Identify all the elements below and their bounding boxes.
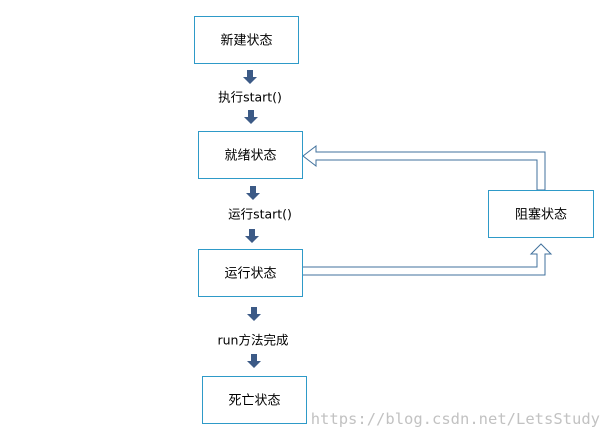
transition-ready-to-running-label: 运行start() bbox=[228, 207, 292, 222]
down-arrow-running-above-label bbox=[247, 307, 261, 321]
state-ready-label: 就绪状态 bbox=[224, 149, 276, 164]
down-arrow-ready-above-label bbox=[246, 186, 260, 200]
state-ready: 就绪状态 bbox=[198, 131, 303, 179]
transition-running-to-dead-label: run方法完成 bbox=[218, 333, 289, 348]
state-new-label: 新建状态 bbox=[220, 33, 272, 49]
state-blocked-box bbox=[488, 190, 594, 238]
transition-new-to-ready-label: 执行start() bbox=[218, 90, 282, 105]
down-arrow-new-above-label bbox=[243, 70, 257, 84]
down-arrow-running-below-label bbox=[247, 354, 261, 368]
down-arrow-ready-below-label bbox=[245, 229, 259, 243]
state-ready-box bbox=[198, 131, 303, 179]
state-dead: 死亡状态 bbox=[202, 376, 307, 424]
state-blocked: 阻塞状态 bbox=[488, 190, 594, 238]
running-to-blocked-arrow bbox=[301, 243, 553, 276]
state-dead-label: 死亡状态 bbox=[228, 394, 280, 409]
state-blocked-label: 阻塞状态 bbox=[515, 207, 567, 223]
state-running-box bbox=[198, 249, 303, 297]
state-dead-box bbox=[202, 376, 307, 424]
down-arrow-new-below-label bbox=[244, 110, 258, 124]
state-new: 新建状态 bbox=[194, 16, 299, 64]
state-new-box bbox=[194, 16, 299, 64]
state-running-label: 运行状态 bbox=[224, 267, 276, 282]
state-running: 运行状态 bbox=[198, 249, 303, 297]
watermark-text: https://blog.csdn.net/LetsStudy bbox=[311, 410, 600, 428]
blocked-to-ready-arrow bbox=[302, 144, 546, 191]
